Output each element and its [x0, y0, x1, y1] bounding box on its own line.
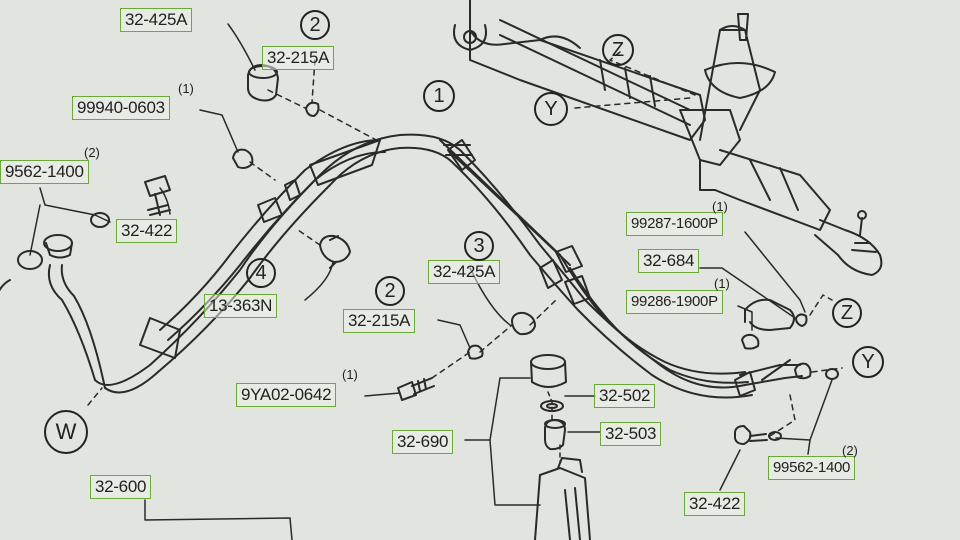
qty-9ya02-0642: (1) — [342, 367, 358, 382]
callout-4: 4 — [246, 258, 276, 288]
qty-99286-1900p: (1) — [714, 276, 730, 291]
part-label-9562-1400: 9562-1400 — [0, 160, 89, 184]
part-label-32-690: 32-690 — [392, 430, 454, 454]
callout-2-top: 2 — [300, 10, 330, 40]
qty-9562-1400: (2) — [84, 145, 100, 160]
qty-99562-1400: (2) — [842, 443, 858, 458]
part-label-32-503: 32-503 — [600, 422, 662, 446]
part-label-32-215a-top: 32-215A — [262, 46, 335, 70]
part-label-32-425a-mid: 32-425A — [428, 260, 501, 284]
callout-y-right: Y — [852, 346, 884, 378]
part-label-32-600: 32-600 — [90, 475, 152, 499]
part-label-13-363n: 13-363N — [204, 294, 278, 318]
callout-1: 1 — [423, 80, 455, 112]
part-label-99940-0603: 99940-0603 — [72, 96, 170, 120]
callout-y-top: Y — [534, 92, 568, 126]
callout-z-right: Z — [832, 298, 862, 328]
part-label-32-425a-top: 32-425A — [120, 8, 193, 32]
part-label-99562-1400: 99562-1400 — [768, 456, 856, 480]
part-label-32-502: 32-502 — [594, 384, 656, 408]
callout-w: W — [44, 410, 88, 454]
qty-99287-1600p: (1) — [712, 199, 728, 214]
part-label-99287-1600p: 99287-1600P — [626, 212, 723, 236]
pressure-hoses — [47, 133, 803, 399]
qty-99940-0603: (1) — [178, 81, 194, 96]
part-label-32-422-left: 32-422 — [116, 219, 178, 243]
callout-z-top: Z — [602, 34, 634, 66]
part-label-9ya02-0642: 9YA02-0642 — [236, 383, 337, 407]
callout-3: 3 — [464, 231, 494, 261]
part-label-32-422-right: 32-422 — [684, 492, 746, 516]
part-label-99286-1900p: 99286-1900P — [626, 290, 723, 314]
part-label-32-215a-mid: 32-215A — [343, 309, 416, 333]
steering-rack — [453, 0, 883, 276]
small-parts — [0, 64, 839, 540]
callout-2-mid: 2 — [375, 276, 405, 306]
part-label-32-684: 32-684 — [638, 249, 700, 273]
